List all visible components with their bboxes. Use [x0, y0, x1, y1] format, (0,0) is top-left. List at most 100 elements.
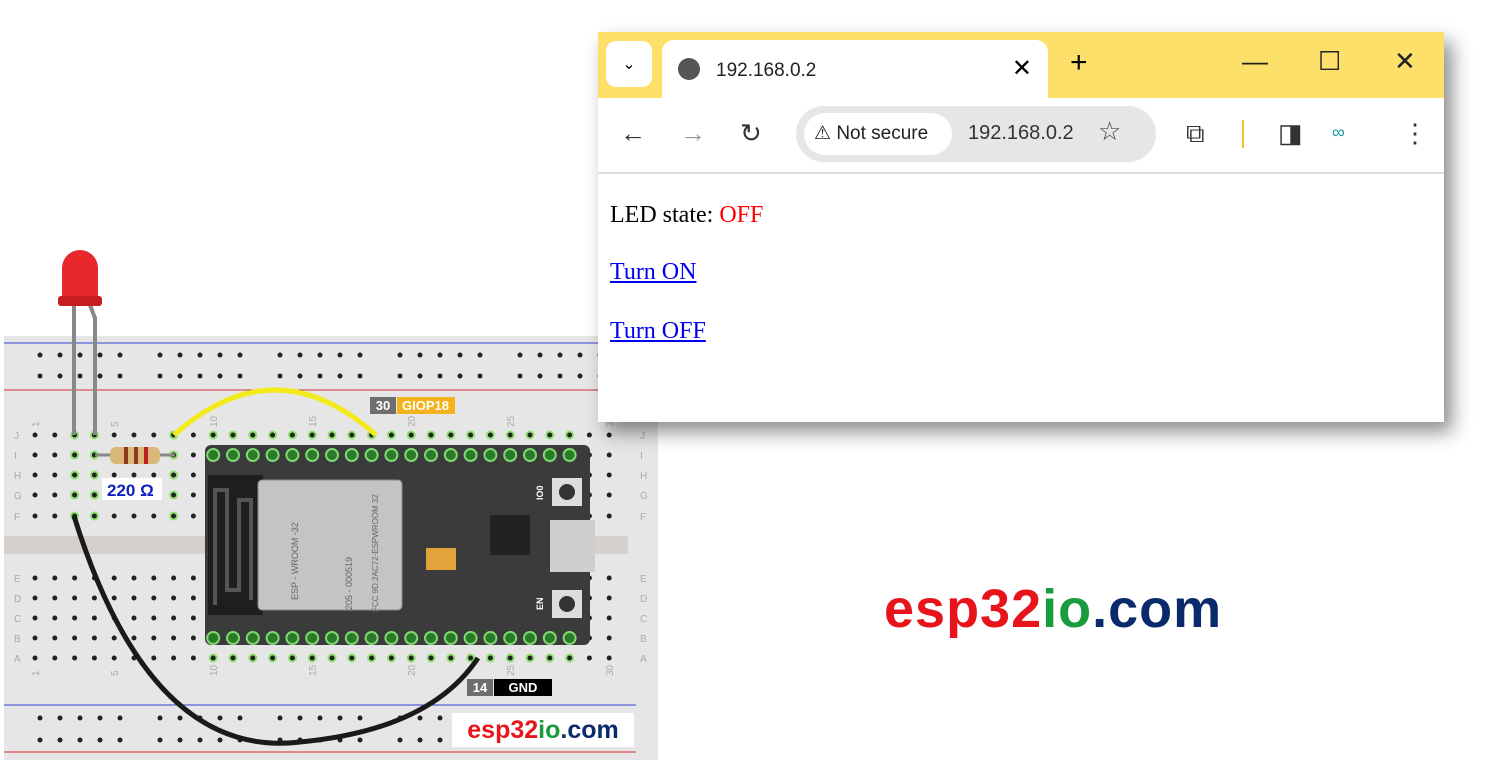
side-panel-icon[interactable]: ◨ [1278, 118, 1303, 148]
breadboard-hole [428, 432, 434, 438]
breadboard-hole [309, 655, 315, 661]
rail-hole [477, 373, 483, 379]
url-text[interactable]: 192.168.0.2 [968, 122, 1074, 144]
tab-strip: ⌄ 192.168.0.2 ✕ + — ☐ ✕ [598, 32, 1444, 100]
rail-hole [557, 352, 563, 358]
breadboard-hole [190, 452, 196, 458]
board-pin [503, 448, 518, 462]
row-label: D [640, 594, 647, 605]
breadboard-hole [72, 595, 78, 601]
usb-port [550, 520, 595, 572]
rail-hole [217, 715, 223, 721]
star-icon[interactable]: ☆ [1098, 116, 1122, 146]
window-close-icon[interactable]: ✕ [1394, 46, 1416, 76]
forward-icon[interactable]: → [680, 118, 706, 148]
rail-hole [277, 352, 283, 358]
resistor-label: 220 Ω [107, 481, 154, 500]
breadboard-hole [111, 575, 117, 581]
menu-icon[interactable]: ⋮ [1402, 118, 1428, 148]
rail-hole [337, 352, 343, 358]
board-pin [463, 448, 478, 462]
arduino-icon[interactable]: ∞ [1332, 122, 1345, 142]
security-chip[interactable]: ⚠ Not secure [804, 113, 952, 155]
breadboard-hole [606, 432, 612, 438]
breadboard-hole [171, 492, 177, 498]
breadboard-hole [190, 472, 196, 478]
breadboard-hole [111, 635, 117, 641]
breadboard-hole [487, 432, 493, 438]
breadboard-hole [171, 595, 177, 601]
breadboard-hole [32, 432, 38, 438]
rail-hole [317, 352, 323, 358]
rail-hole [437, 373, 443, 379]
gnd-pin-name: GND [494, 679, 552, 696]
breadboard-hole [72, 452, 78, 458]
breadboard-hole [52, 635, 58, 641]
breadboard-hole [52, 575, 58, 581]
breadboard-hole [91, 492, 97, 498]
rail-hole [97, 715, 103, 721]
address-bar[interactable]: ⚠ Not secure 192.168.0.2 ☆ [796, 106, 1156, 162]
rail-hole [197, 352, 203, 358]
close-tab-icon[interactable]: ✕ [1011, 55, 1032, 82]
rail-hole [437, 715, 443, 721]
breadboard-hole [151, 513, 157, 519]
breadboard-hole [32, 472, 38, 478]
wroom-module [257, 479, 403, 611]
browser-window: ⌄ 192.168.0.2 ✕ + — ☐ ✕ ← → ↻ ⚠ Not secu… [598, 32, 1444, 422]
rail-hole [237, 373, 243, 379]
breadboard-hole [606, 472, 612, 478]
row-label: I [14, 451, 17, 462]
extensions-icon[interactable]: ⧉ [1186, 118, 1205, 148]
breadboard-hole [606, 492, 612, 498]
new-tab-button[interactable]: + [1070, 46, 1088, 79]
chevron-down-icon: ⌄ [622, 56, 636, 73]
rail-hole [297, 352, 303, 358]
breadboard-hole [309, 432, 315, 438]
board-pin [206, 631, 221, 645]
breadboard-hole [131, 595, 137, 601]
en-label: EN [535, 597, 545, 610]
breadboard-hole [250, 432, 256, 438]
tab-active[interactable]: 192.168.0.2 ✕ [662, 40, 1048, 100]
breadboard-hole [91, 595, 97, 601]
logo: esp32io.com [884, 579, 1223, 639]
maximize-icon[interactable]: ☐ [1318, 46, 1342, 76]
rail-hole [237, 715, 243, 721]
board-pin [443, 448, 458, 462]
turn-on-link[interactable]: Turn ON [610, 259, 697, 285]
turn-off-link[interactable]: Turn OFF [610, 318, 706, 344]
breadboard-hole [32, 575, 38, 581]
rail-hole [37, 737, 43, 743]
column-label: 25 [506, 415, 517, 427]
breadboard-hole [131, 432, 137, 438]
board-pin [424, 631, 438, 645]
breadboard-hole [190, 432, 196, 438]
rail-hole [237, 352, 243, 358]
column-label: 5 [110, 421, 121, 427]
back-icon[interactable]: ← [620, 118, 646, 148]
breadboard-hole [606, 575, 612, 581]
breadboard-hole [210, 655, 216, 661]
breadboard-hole [52, 595, 58, 601]
rail-hole [337, 373, 343, 379]
board-pin [364, 448, 379, 462]
rail-hole [177, 373, 183, 379]
breadboard-hole [210, 432, 216, 438]
row-label: B [14, 634, 21, 645]
breadboard-hole [151, 635, 157, 641]
breadboard-hole [448, 655, 454, 661]
rail-hole [217, 737, 223, 743]
row-label: C [640, 614, 647, 625]
tab-search-button[interactable]: ⌄ [606, 41, 652, 87]
row-label: E [640, 574, 647, 585]
breadboard-hole [606, 655, 612, 661]
board-pin [245, 448, 260, 462]
rail-hole [217, 352, 223, 358]
breadboard-hole [151, 595, 157, 601]
reload-icon[interactable]: ↻ [740, 118, 762, 148]
breadboard-hole [270, 432, 276, 438]
minimize-icon[interactable]: — [1242, 46, 1268, 76]
column-label: 20 [407, 664, 418, 676]
